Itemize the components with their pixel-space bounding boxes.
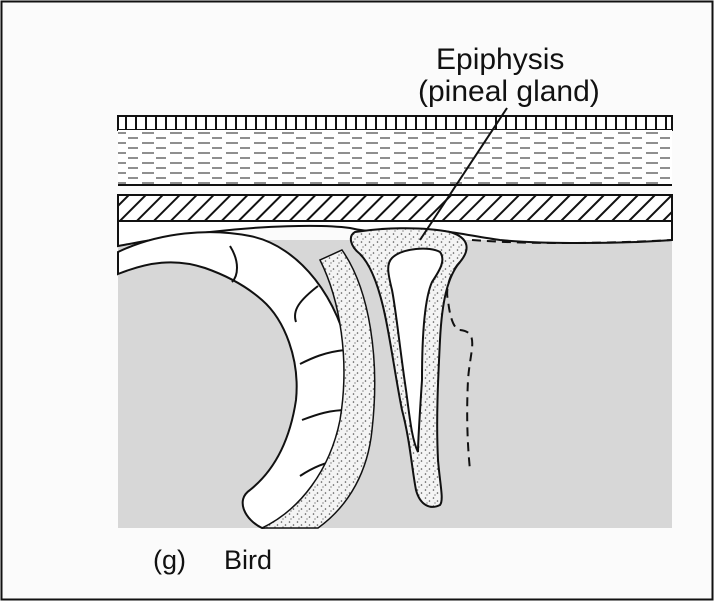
dermis-layer <box>118 130 672 185</box>
epidermis-layer <box>118 116 672 130</box>
panel-name: Bird <box>224 546 272 574</box>
panel-letter: (g) <box>153 546 186 574</box>
skull-bone <box>118 195 672 221</box>
pineal-gland-label: (pineal gland) <box>418 76 600 108</box>
epiphysis-label: Epiphysis <box>436 44 564 76</box>
